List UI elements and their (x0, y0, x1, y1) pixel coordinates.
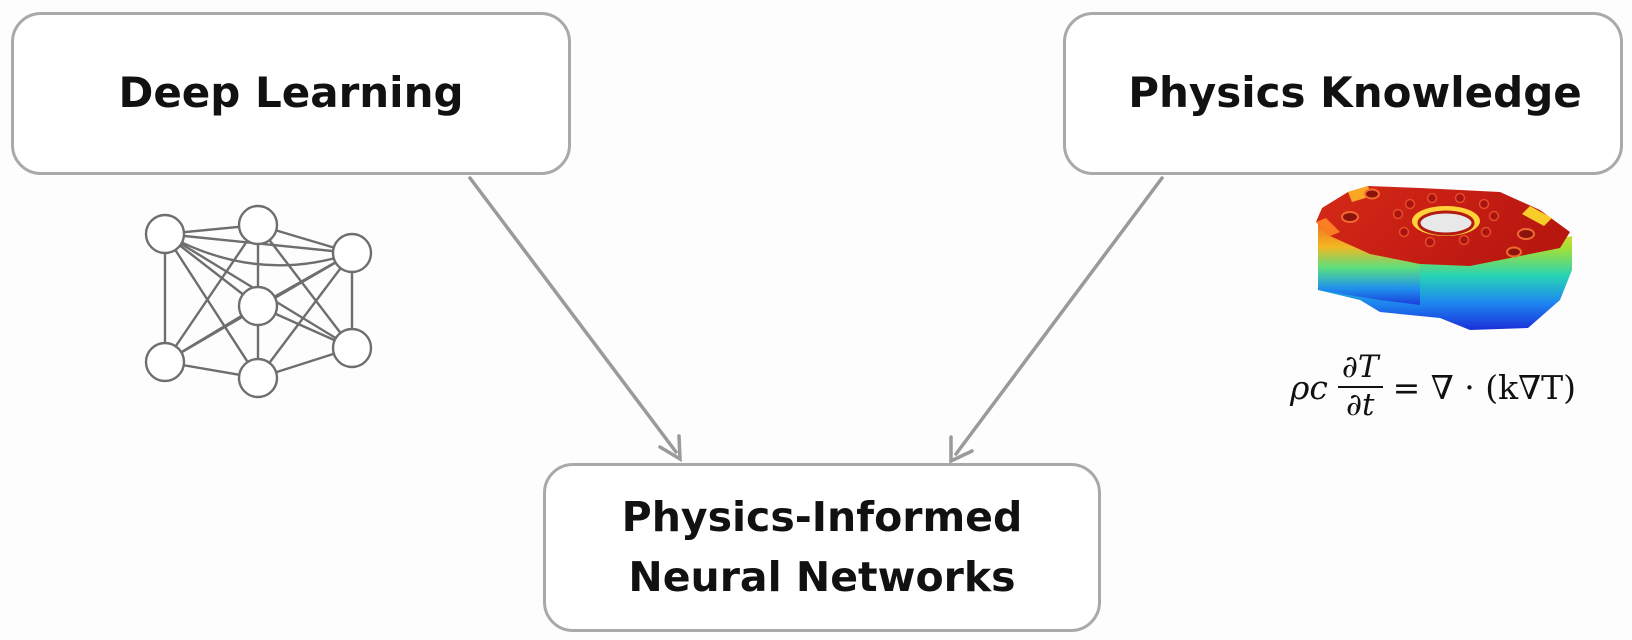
pinn-box: Physics-Informed Neural Networks (543, 463, 1101, 632)
heat-map-part-icon (1316, 186, 1572, 330)
arrow-pk-to-pinn (949, 176, 1164, 464)
arrow-dl-to-pinn (468, 176, 682, 463)
equation-fraction: ∂T ∂t (1337, 350, 1383, 423)
heat-equation: ρc ∂T ∂t = ∇ · (k∇T) (1290, 345, 1610, 429)
pinn-label-line1: Physics-Informed (621, 493, 1023, 542)
pinn-label-line2: Neural Networks (628, 552, 1016, 601)
physics-knowledge-label: Physics Knowledge (1128, 68, 1582, 118)
equation-denominator: ∂t (1346, 387, 1375, 423)
deep-learning-label: Deep Learning (118, 68, 464, 118)
equation-rhs: = ∇ · (k∇T) (1392, 367, 1577, 407)
equation-coefficient: ρc (1290, 367, 1328, 407)
physics-knowledge-box: Physics Knowledge (1063, 12, 1623, 175)
deep-learning-box: Deep Learning (11, 12, 571, 175)
neural-network-icon (144, 204, 373, 399)
equation-numerator: ∂T (1337, 350, 1383, 388)
